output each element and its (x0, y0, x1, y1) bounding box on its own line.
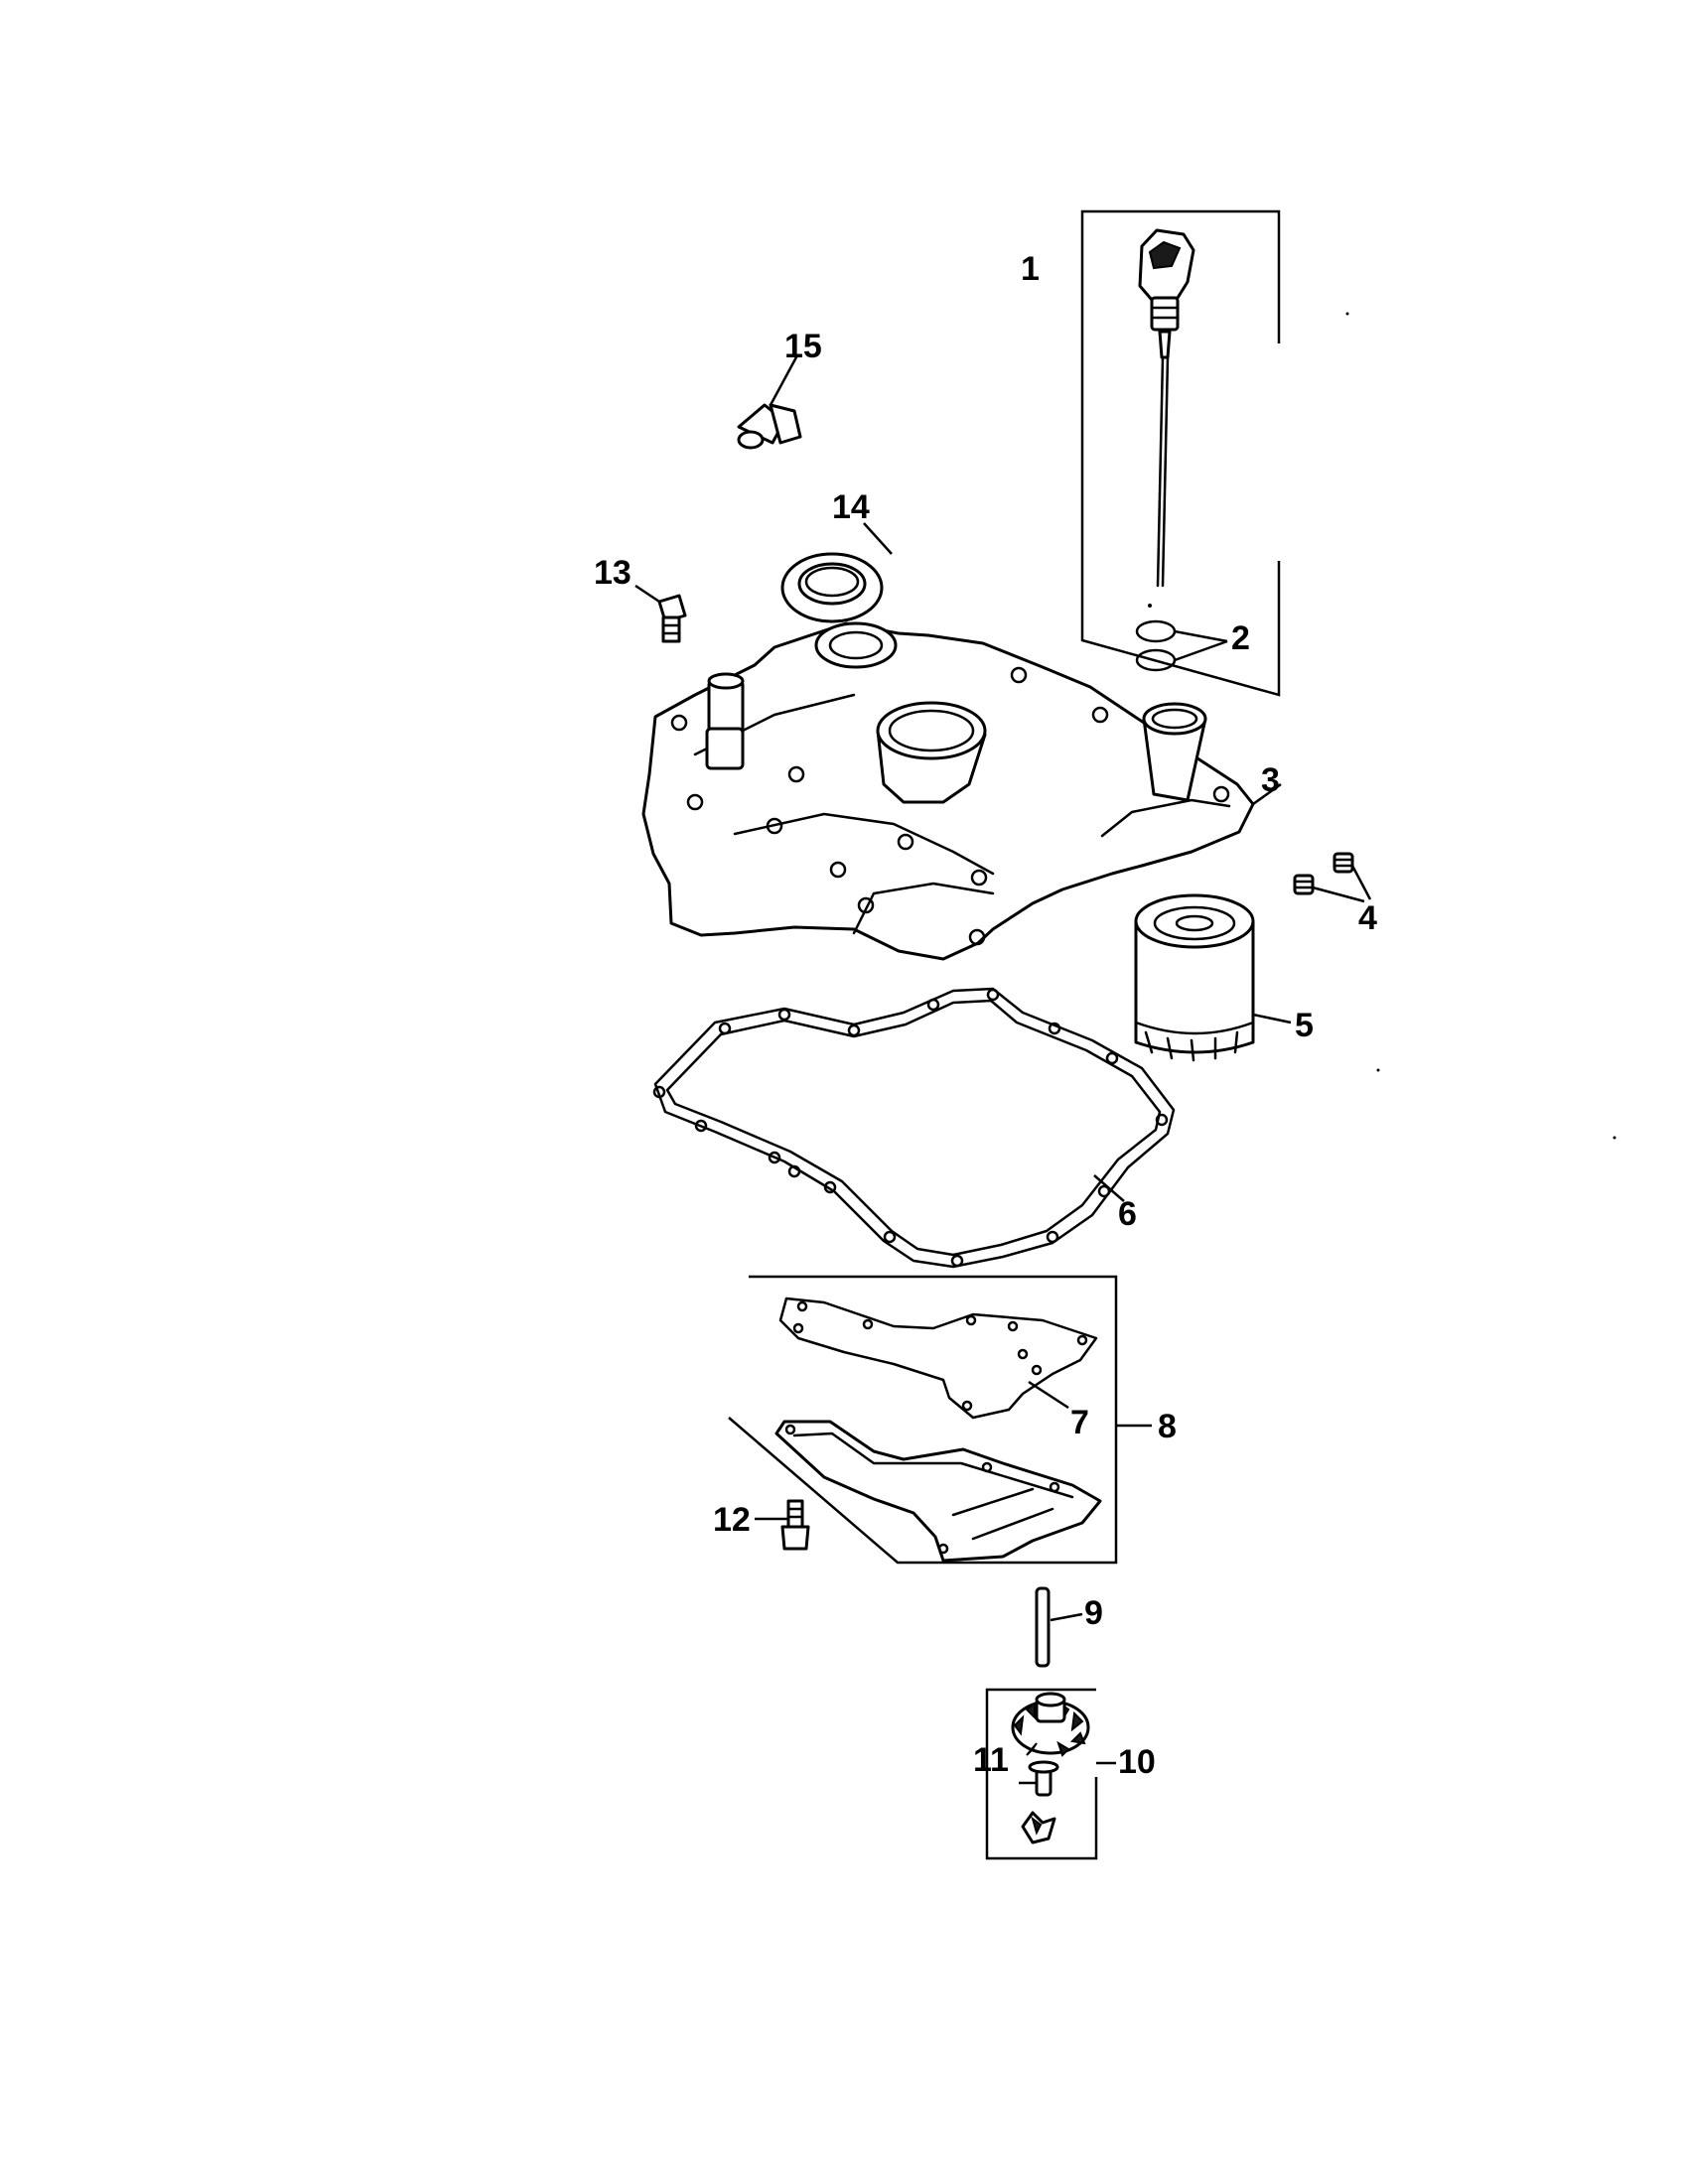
callout-12: 12 (713, 1501, 751, 1539)
part-9-shaft (1035, 1586, 1083, 1668)
part-7-plate (778, 1297, 1098, 1420)
callout-9: 9 (1084, 1594, 1103, 1632)
part-10-pump-assembly (985, 1688, 1116, 1860)
callout-8: 8 (1158, 1408, 1177, 1445)
part-3-cover (641, 621, 1282, 961)
part-12-screw (755, 1499, 810, 1551)
callout-11: 11 (973, 1741, 1009, 1779)
callout-7: 7 (1070, 1404, 1089, 1441)
part-6-gasket (652, 987, 1176, 1269)
callout-13: 13 (594, 554, 632, 592)
part-15-fitting (737, 354, 802, 450)
part-8-baffle (774, 1420, 1102, 1563)
part-10-frame (985, 1688, 1098, 1860)
part-8-plate-assembly (728, 1275, 1152, 1565)
callout-6: 6 (1118, 1195, 1137, 1233)
part-4-plugs (1293, 852, 1372, 903)
callout-15: 15 (784, 328, 822, 365)
part-1-frame (1080, 209, 1281, 697)
part-8-frame (728, 1275, 1118, 1565)
callout-1: 1 (1021, 250, 1040, 288)
part-14-seal (780, 522, 893, 623)
callout-14: 14 (832, 488, 870, 526)
callout-2: 2 (1231, 619, 1250, 657)
part-13-bolt (634, 584, 687, 643)
part-2-o-rings (1135, 619, 1228, 672)
callout-4: 4 (1358, 899, 1377, 937)
part-5-oil-filter (1134, 893, 1292, 1062)
callout-5: 5 (1295, 1007, 1314, 1044)
part-1-dipstick (1080, 209, 1281, 697)
callout-10: 10 (1118, 1743, 1156, 1781)
callout-3: 3 (1261, 761, 1280, 799)
